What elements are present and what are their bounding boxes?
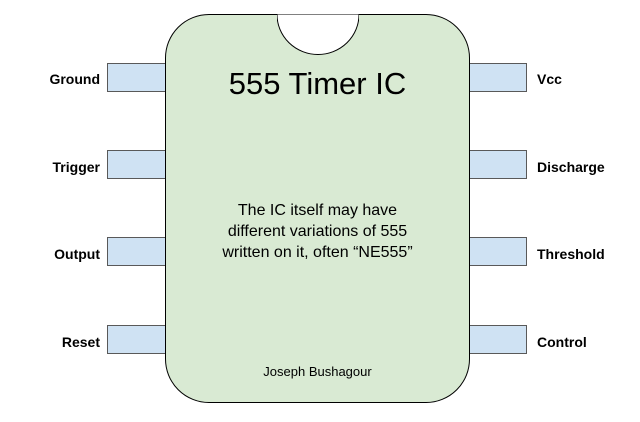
pin-vcc-lead xyxy=(468,63,527,92)
pin-threshold-lead xyxy=(468,237,527,266)
pin-label-vcc: Vcc xyxy=(537,71,562,87)
chip-notch xyxy=(277,14,359,55)
pin-ground-lead xyxy=(107,63,166,92)
chip-note-line: The IC itself may have xyxy=(237,202,398,219)
chip-author: Joseph Bushagour xyxy=(263,364,372,379)
chip-body xyxy=(165,14,470,403)
chip-title: 555 Timer IC xyxy=(228,66,407,101)
pin-control-lead xyxy=(468,325,527,354)
pin-output-lead xyxy=(107,237,166,266)
pin-label-discharge: Discharge xyxy=(537,159,605,175)
pin-label-reset: Reset xyxy=(61,334,100,350)
chip-note-line: different variations of 555 xyxy=(227,223,408,240)
chip-note: The IC itself may have different variati… xyxy=(175,200,460,263)
pin-label-threshold: Threshold xyxy=(537,246,605,262)
pin-label-control: Control xyxy=(537,334,587,350)
pin-label-ground: Ground xyxy=(49,71,100,87)
chip-note-line: written on it, often “NE555” xyxy=(222,244,413,261)
pin-reset-lead xyxy=(107,325,166,354)
pin-discharge-lead xyxy=(468,150,527,179)
pin-trigger-lead xyxy=(107,150,166,179)
pin-label-trigger: Trigger xyxy=(52,159,100,175)
pin-label-output: Output xyxy=(54,246,100,262)
